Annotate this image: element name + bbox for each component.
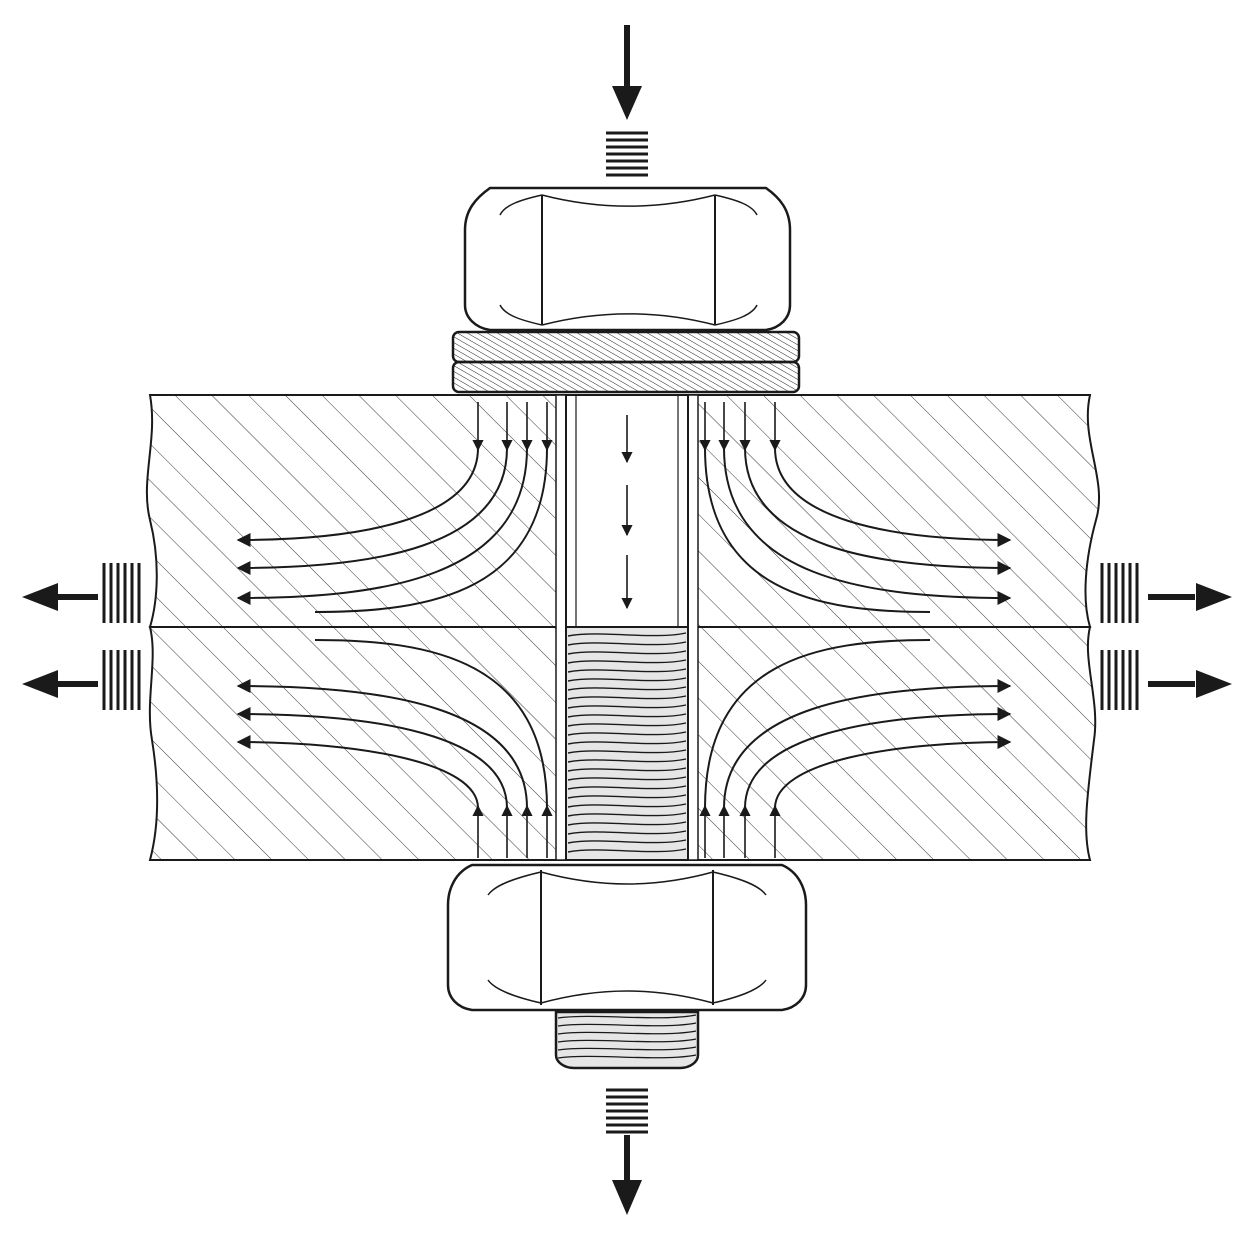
bolt-tip — [554, 1010, 700, 1070]
thread-ridge — [567, 776, 687, 781]
flow-line — [723, 447, 1012, 605]
lateral-stress-bars — [102, 563, 1139, 710]
thread-ridge — [567, 632, 687, 637]
thread-ridge — [567, 704, 687, 709]
thread-ridge — [557, 1038, 697, 1043]
thread-ridge — [557, 1022, 697, 1027]
thread-ridge — [567, 668, 687, 673]
lower-right-flow-lines — [699, 639, 1012, 858]
flow-line — [704, 639, 931, 809]
lateral-arrow-lower-left — [22, 670, 98, 698]
thread-ridge — [567, 695, 687, 700]
thread-ridge — [567, 758, 687, 763]
flow-line — [236, 447, 528, 605]
flow-line — [774, 735, 1012, 809]
thread-ridge — [557, 1054, 697, 1059]
flow-line — [723, 679, 1012, 809]
thread-ridge — [557, 1046, 697, 1051]
thread-ridge — [567, 713, 687, 718]
thread-ridge — [567, 677, 687, 682]
thread-ridge — [567, 848, 687, 853]
lateral-arrow-upper-right — [1148, 583, 1232, 611]
thread-ridge — [567, 650, 687, 655]
flow-line — [704, 447, 931, 613]
flow-line — [744, 707, 1012, 809]
flow-line — [774, 447, 1012, 547]
lower-left-flow-lines — [236, 639, 553, 858]
thread-ridge — [567, 659, 687, 664]
thread-ridge — [567, 767, 687, 772]
clamp-load-arrow-top — [612, 25, 642, 120]
flow-line — [236, 707, 508, 809]
lateral-arrow-lower-right — [1148, 670, 1232, 698]
flow-line — [236, 679, 528, 809]
top-nut — [463, 186, 792, 332]
flow-line — [314, 447, 548, 613]
thread-ridge — [567, 686, 687, 691]
thread-ridge — [567, 794, 687, 799]
washer — [451, 330, 801, 394]
upper-right-flow-lines — [699, 402, 1012, 613]
thread-ridge — [557, 1014, 697, 1019]
thread-ridge — [567, 803, 687, 808]
thread-ridge — [567, 821, 687, 826]
thread-ridge — [557, 1030, 697, 1035]
stress-bars-top — [606, 131, 648, 177]
thread-ridge — [567, 830, 687, 835]
lateral-arrow-upper-left — [22, 583, 98, 611]
thread-ridge — [567, 641, 687, 646]
clamp-load-arrow-bottom — [612, 1135, 642, 1215]
flow-line — [236, 735, 479, 809]
thread-ridge — [567, 749, 687, 754]
upper-left-flow-lines — [236, 402, 553, 613]
stress-bars-bottom — [606, 1088, 648, 1134]
thread-ridge — [567, 740, 687, 745]
thread-ridge — [567, 812, 687, 817]
thread-ridge — [567, 722, 687, 727]
bolt-thread — [565, 626, 689, 861]
flow-line — [236, 447, 508, 575]
thread-ridge — [567, 839, 687, 844]
bottom-nut — [446, 863, 808, 1012]
thread-ridge — [567, 785, 687, 790]
flow-line — [744, 447, 1012, 575]
flow-line — [236, 447, 479, 547]
thread-ridge — [567, 731, 687, 736]
flow-line — [314, 639, 548, 809]
